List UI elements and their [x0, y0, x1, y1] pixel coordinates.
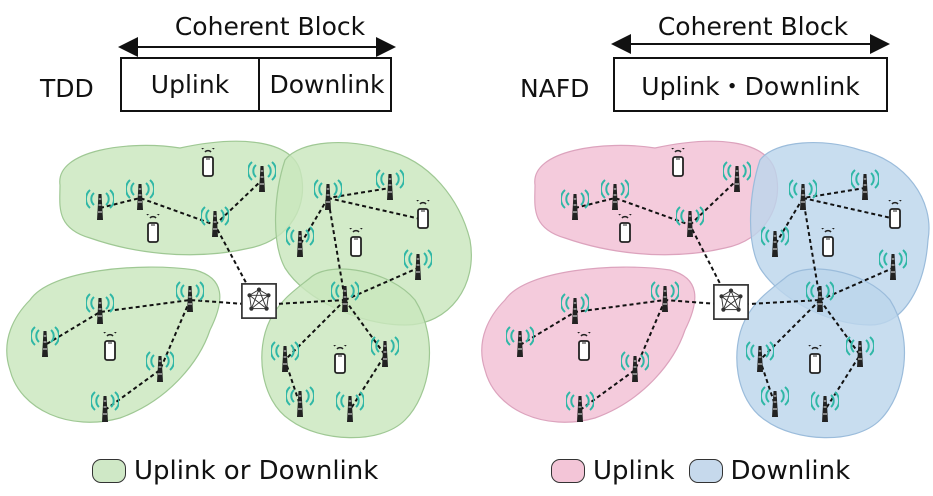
coherent-block-box-right: Uplink・Downlink: [613, 57, 888, 112]
region-left-top: [59, 140, 304, 256]
legend-swatch-blue: [688, 459, 723, 483]
cell-uplink: Uplink: [150, 70, 230, 99]
legend-swatch-green: [92, 459, 126, 483]
region-right-a-top: [534, 140, 779, 256]
cpu-hub-icon: [713, 284, 749, 320]
legend-left: Uplink or Downlink: [92, 456, 378, 486]
scheme-label-tdd: TDD: [40, 74, 94, 103]
scheme-label-nafd: NAFD: [520, 74, 590, 103]
legend-label-uplink-or-downlink: Uplink or Downlink: [134, 456, 379, 486]
cell-downlink: Downlink: [258, 59, 394, 110]
cpu-hub-icon: [241, 283, 277, 319]
region-right-bottom: [261, 268, 431, 439]
legend-swatch-pink: [551, 459, 585, 483]
coherent-block-label-left: Coherent Block: [174, 12, 366, 41]
legend-label-downlink: Downlink: [730, 456, 851, 486]
legend-label-uplink: Uplink: [593, 456, 675, 486]
cell-uplink-downlink: Uplink・Downlink: [641, 71, 860, 101]
legend-right: Uplink Downlink: [551, 456, 850, 486]
coherent-block-box-left: Uplink Downlink: [120, 57, 392, 112]
right-regions: [481, 140, 930, 439]
region-right-b-bottom: [736, 268, 906, 439]
